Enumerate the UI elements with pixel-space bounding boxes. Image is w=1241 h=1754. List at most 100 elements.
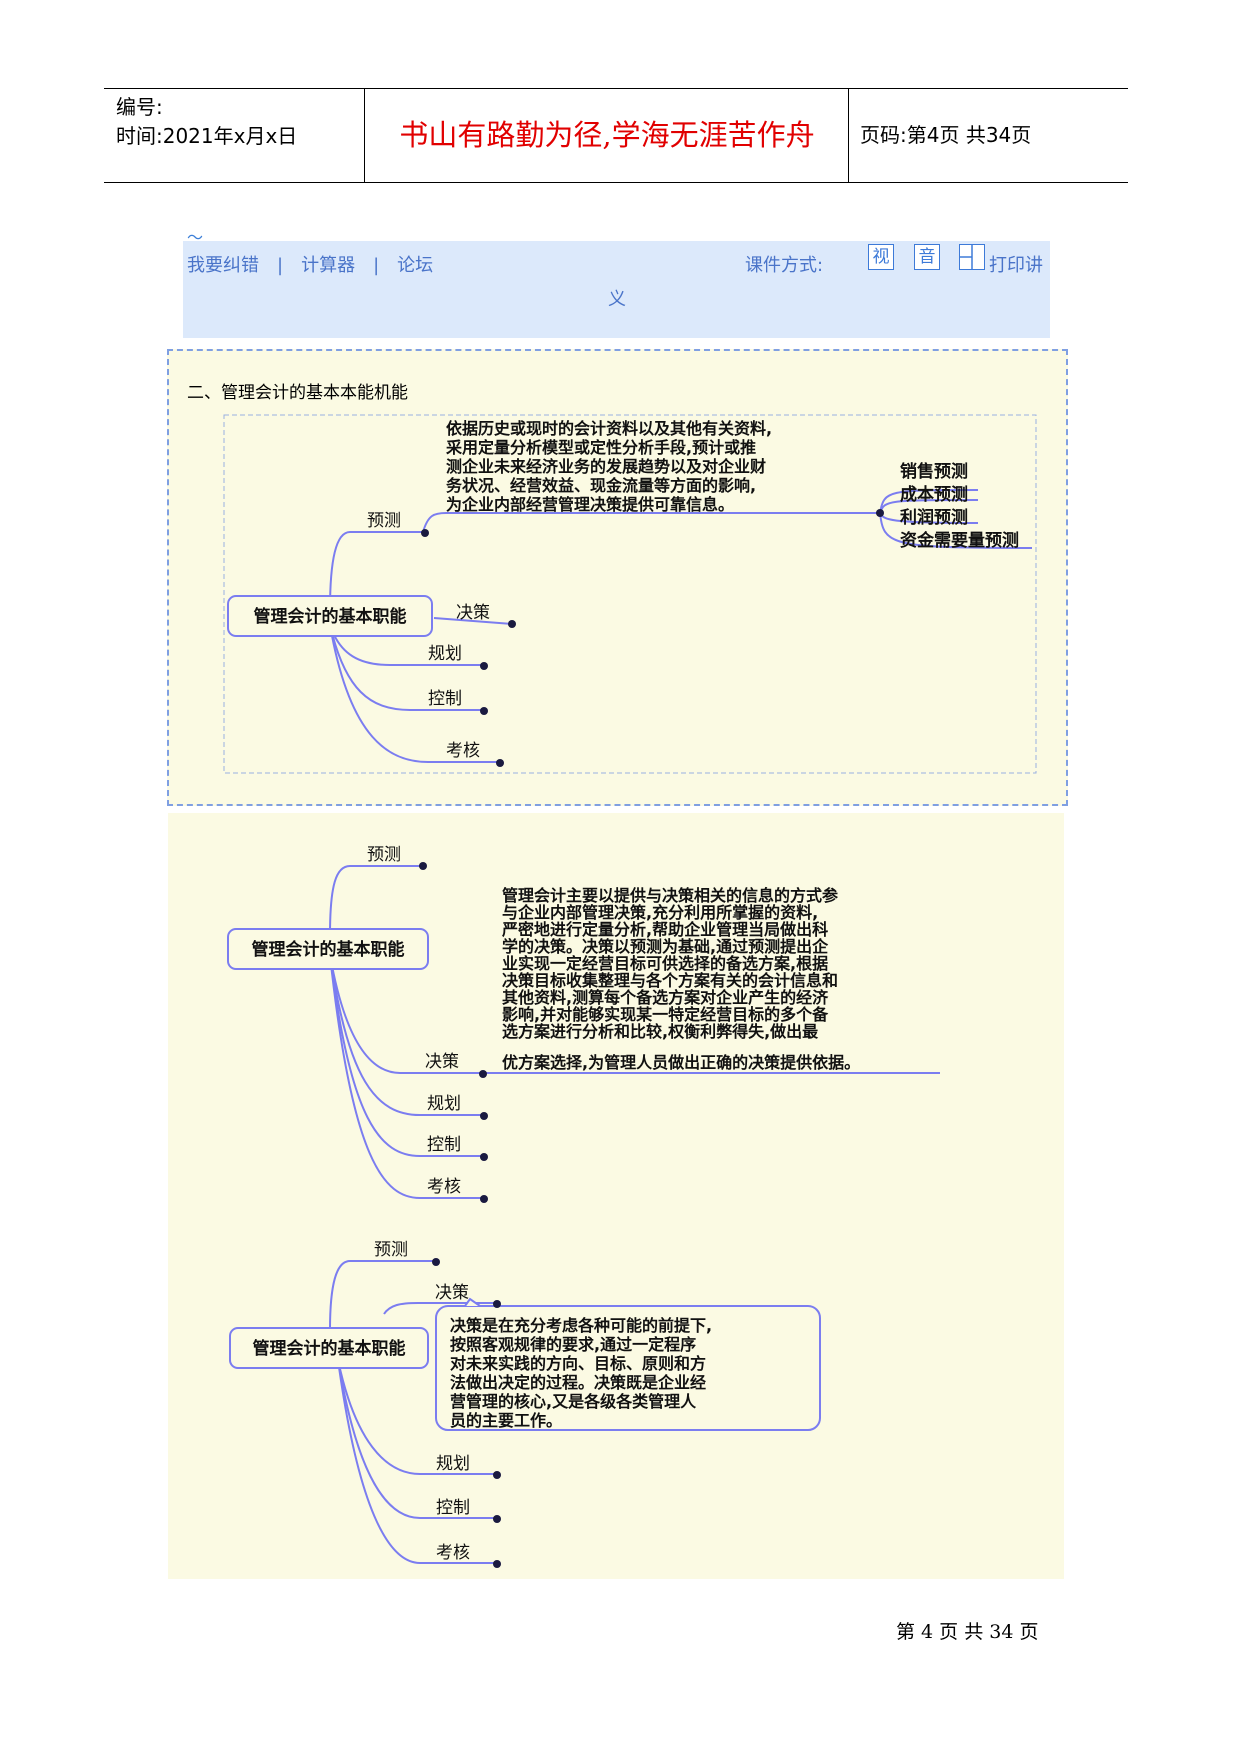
branch-line bbox=[383, 1302, 497, 1315]
mindmap-1 bbox=[227, 489, 1033, 763]
mindmap-1-subitems: 销售预测 成本预测 利润预测 资金需要量预测 bbox=[900, 461, 1019, 551]
note-line-text: 影响,并对能够实现某一特定经营目标的多个备 bbox=[502, 1005, 829, 1024]
sub-item-label: 成本预测 bbox=[900, 484, 968, 505]
number-label: 编号: bbox=[116, 95, 163, 119]
mindmap-2-note: 管理会计主要以提供与决策相关的信息的方式参 与企业内部管理决策,充分利用所掌握的… bbox=[501, 886, 860, 1072]
node-dot bbox=[493, 1471, 501, 1479]
node-dot bbox=[480, 662, 488, 670]
node-dot bbox=[432, 1258, 440, 1266]
center-node-label: 管理会计的基本职能 bbox=[253, 1338, 406, 1359]
branch-label: 考核 bbox=[446, 741, 480, 761]
nav-separator: | bbox=[277, 255, 284, 276]
center-node bbox=[229, 1327, 429, 1369]
note-box bbox=[435, 1305, 821, 1431]
sub-line bbox=[879, 512, 1033, 549]
node-dot bbox=[480, 1153, 488, 1161]
course-mode-label: 课件方式: bbox=[745, 255, 824, 276]
note-box-pointer bbox=[464, 1297, 481, 1307]
nav-links: 我要纠错 | 计算器 | 论坛 bbox=[187, 251, 451, 277]
note-line-text: 其他资料,测算每个备选方案对企业产生的经济 bbox=[502, 988, 829, 1007]
node-dot bbox=[419, 862, 427, 870]
mindmap-3-text: 管理会计的基本职能 预测 决策 规划 控制 考核 bbox=[253, 1240, 471, 1563]
center-node bbox=[227, 595, 433, 637]
branch-label: 预测 bbox=[367, 511, 401, 531]
node-dot bbox=[493, 1515, 501, 1523]
section-title: 二、管理会计的基本本能机能 bbox=[187, 383, 408, 403]
motto: 书山有路勤为径,学海无涯苦作舟 bbox=[399, 118, 815, 152]
node-dot bbox=[480, 707, 488, 715]
nav-separator: | bbox=[373, 255, 380, 276]
branch-line bbox=[329, 954, 484, 1157]
center-node-label: 管理会计的基本职能 bbox=[254, 606, 407, 627]
mindmap-panel-1 bbox=[167, 349, 1068, 806]
note-line-text: 按照客观规律的要求,通过一定程序 bbox=[450, 1335, 696, 1354]
layout-icon[interactable] bbox=[959, 244, 985, 270]
branch-line bbox=[329, 531, 425, 611]
branch-label: 预测 bbox=[374, 1240, 408, 1260]
branch-label: 控制 bbox=[436, 1498, 470, 1518]
header-divider bbox=[848, 89, 849, 182]
print-notes-link[interactable]: 打印讲 bbox=[989, 255, 1043, 276]
node-dot bbox=[421, 529, 429, 537]
note-line-text: 务状况、经营效益、现金流量等方面的影响, bbox=[446, 476, 756, 495]
branch-label: 决策 bbox=[425, 1052, 459, 1072]
branch-label: 规划 bbox=[428, 644, 462, 664]
branch-line bbox=[329, 624, 484, 711]
note-line-text: 营管理的核心,又是各级各类管理人 bbox=[450, 1392, 697, 1411]
node-dot bbox=[479, 1070, 487, 1078]
note-line-text: 对未来实践的方向、目标、原则和方 bbox=[450, 1354, 706, 1373]
print-notes-link-cont[interactable]: 义 bbox=[608, 289, 626, 310]
note-line-text: 员的主要工作。 bbox=[450, 1411, 562, 1430]
branch-line bbox=[329, 624, 500, 763]
branch-line bbox=[329, 954, 484, 1116]
branch-line bbox=[337, 1359, 497, 1564]
mindmap-3 bbox=[229, 1260, 821, 1564]
note-line-text: 测企业未来经济业务的发展趋势以及对企业财 bbox=[446, 457, 766, 476]
mindmap-frame bbox=[223, 414, 1037, 774]
branch-line bbox=[337, 1359, 497, 1475]
branch-label: 决策 bbox=[435, 1283, 469, 1303]
nav-link-forum[interactable]: 论坛 bbox=[397, 255, 434, 276]
branch-label: 规划 bbox=[427, 1094, 461, 1114]
header-divider bbox=[364, 89, 365, 182]
sub-item-label: 利润预测 bbox=[900, 507, 968, 528]
note-line-text: 决策是在充分考虑各种可能的前提下, bbox=[450, 1316, 712, 1335]
nav-link-report-error[interactable]: 我要纠错 bbox=[187, 255, 259, 276]
branch-line bbox=[433, 617, 513, 625]
course-nav-bar: 我要纠错 | 计算器 | 论坛 课件方式: 视 音 打印讲 义 bbox=[183, 241, 1050, 338]
branch-label: 控制 bbox=[427, 1135, 461, 1155]
center-node bbox=[227, 928, 429, 970]
time-label: 时间:2021年x月x日 bbox=[116, 124, 298, 148]
note-line-text: 与企业内部管理决策,充分利用所掌握的资料, bbox=[502, 903, 818, 922]
page-number-label: 页码:第4页 共34页 bbox=[860, 123, 1032, 147]
mindmap-3-note: 决策是在充分考虑各种可能的前提下, 按照客观规律的要求,通过一定程序 对未来实践… bbox=[450, 1316, 712, 1430]
node-dot bbox=[876, 509, 884, 517]
branch-line bbox=[329, 1260, 435, 1331]
note-line-text: 管理会计主要以提供与决策相关的信息的方式参 bbox=[502, 886, 839, 905]
branch-label: 预测 bbox=[367, 845, 401, 865]
branch-label: 考核 bbox=[427, 1177, 461, 1197]
note-line-text: 优方案选择,为管理人员做出正确的决策提供依据。 bbox=[502, 1053, 860, 1072]
audio-icon[interactable]: 音 bbox=[914, 244, 940, 270]
header-left: 编号: 时间:2021年x月x日 bbox=[116, 93, 297, 151]
sub-item-label: 资金需要量预测 bbox=[900, 530, 1019, 551]
branch-label: 考核 bbox=[436, 1543, 470, 1563]
sub-line bbox=[879, 489, 979, 514]
branch-line bbox=[329, 954, 484, 1199]
page-header: 编号: 时间:2021年x月x日 书山有路勤为径,学海无涯苦作舟 页码:第4页 … bbox=[104, 88, 1128, 183]
node-dot bbox=[496, 759, 504, 767]
node-dot bbox=[508, 620, 516, 628]
video-icon[interactable]: 视 bbox=[868, 244, 894, 270]
nav-link-calculator[interactable]: 计算器 bbox=[301, 255, 356, 276]
center-node-label: 管理会计的基本职能 bbox=[252, 939, 405, 960]
branch-line bbox=[329, 865, 423, 936]
mindmap-1-note: 依据历史或现时的会计资料以及其他有关资料, 采用定量分析模型或定性分析手段,预计… bbox=[445, 419, 772, 514]
branch-label: 规划 bbox=[436, 1454, 470, 1474]
note-line-text: 学的决策。决策以预测为基础,通过预测提出企 bbox=[502, 937, 829, 956]
branch-label: 控制 bbox=[428, 689, 462, 709]
note-line-text: 严密地进行定量分析,帮助企业管理当局做出科 bbox=[501, 920, 828, 939]
note-line-text: 决策目标收集整理与各个方案有关的会计信息和 bbox=[502, 971, 838, 990]
note-line-text: 采用定量分析模型或定性分析手段,预计或推 bbox=[445, 438, 756, 457]
mindmap-2-text: 管理会计的基本职能 预测 决策 规划 控制 考核 bbox=[252, 845, 462, 1197]
